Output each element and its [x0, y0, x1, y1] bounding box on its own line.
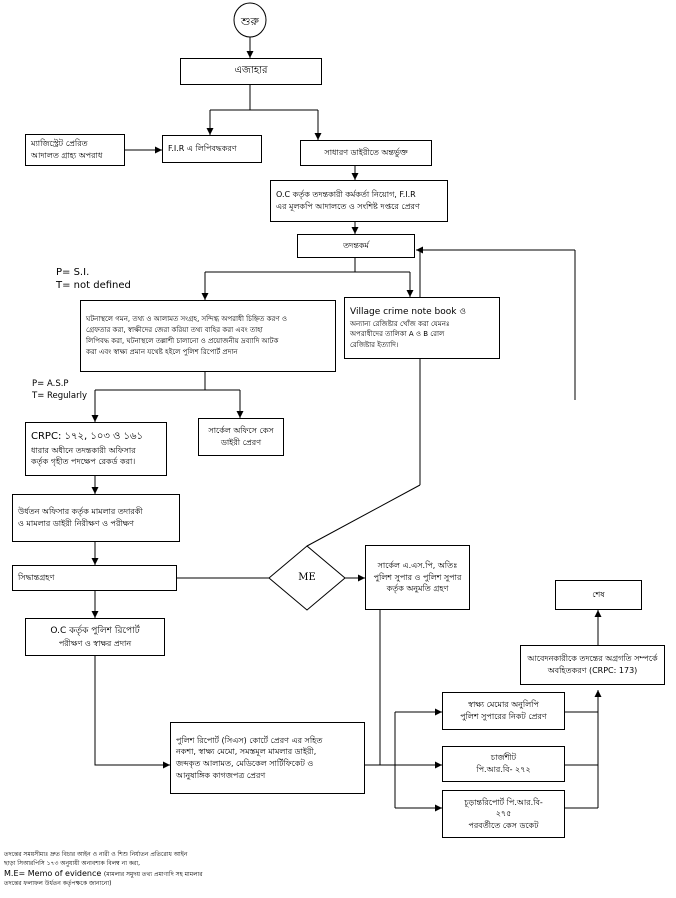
circle-office-box: সার্কেল অফিসে কেস ডাইরী প্রেরণ: [198, 418, 284, 456]
memo-copy-line-2: পুলিশ সুপারের নিকট প্রেরণ: [460, 712, 547, 721]
oc-assign-box: O.C কর্তৃক তদন্তকারী কর্মকর্তা নিয়োগ, F…: [270, 180, 448, 222]
chargesheet-line-1: চার্জশীট: [490, 753, 517, 763]
memo-copy-box: স্বাক্ষ্য মেমোর অনুলিপি পুলিশ সুপারের নি…: [442, 692, 565, 730]
note-si-line-2: T= not defined: [56, 280, 131, 291]
supervision-line-1: উর্ধতন অফিসার কর্তৃক মামলার তদারকী: [18, 507, 143, 517]
village-crime-line-4: রেজিষ্টার ইত্যাদি।: [350, 340, 399, 349]
ejahar-box: এজাহার: [180, 58, 322, 85]
fir-record-label: F.I.R এ লিপিবদ্ধকরণ: [168, 144, 237, 154]
supervision-line-2: ও মামলার ডাইরী নিরীক্ষণ ও পরীক্ষণ: [18, 519, 134, 528]
footnote-me-detail: (মামলার সমুদয় তথ্য প্রমাণাদি সহ মামলার: [103, 870, 203, 878]
chargesheet-box: চার্জশীট পি.আর.বি- ২৭২: [442, 746, 565, 782]
oc-assign-line-2: এর মূলকপি আদালতে ও সংশিষ্ট দপ্তরে প্রেরণ: [276, 202, 420, 211]
footnote-line-4: তদন্তের ফলাফল উর্ধতন কর্তৃপক্ষকে জানানো): [4, 880, 112, 888]
site-visit-box: ঘটনাস্থলে গমন, তথ্য ও আলামত সংগ্রহ, সন্দ…: [80, 300, 336, 372]
village-crime-line-2: অন্যান্য রেজিষ্টার খোঁজ করা যেমনঃ: [350, 320, 450, 329]
crpc-record-line-3: কর্তৃক গৃহীত পদক্ষেপ রেকর্ড করা।: [31, 457, 136, 467]
police-report-line-2: নকশা, স্বাক্ষ্য মেমো, সমস্তমূল মামলার ডা…: [176, 747, 317, 757]
village-crime-box: Village crime note book ও অন্যান্য রেজিষ…: [344, 297, 500, 359]
magistrate-line-2: আদালত গ্রাহ্য অপরাধ: [31, 151, 103, 160]
decision-label: সিদ্ধান্তগ্রহণ: [18, 573, 55, 583]
police-report-line-1: পুলিশ রিপোর্ট (সিএস) কোর্টে প্রেরণ এর সহ…: [176, 735, 323, 745]
magistrate-line-1: ম্যাজিস্ট্রেট প্রেরিত: [31, 139, 88, 149]
note-asp-line-2: T= Regularly: [32, 391, 88, 402]
final-report-line-2: ২৭৫: [495, 809, 512, 819]
crpc-record-line-1: CRPC: ১৭২, ১০৩ ও ১৬১: [31, 431, 144, 443]
footnote: তদন্তের সময়সীমাঃ দ্রুত বিচার আইন ও নারী…: [4, 850, 203, 889]
circle-office-line-2: ডাইরী প্রেরণ: [220, 438, 262, 447]
investigation-box: তদন্তকর্ম: [297, 234, 415, 258]
inform-box: আবেদনকারীকে তদন্তের অগ্রগতি সম্পর্কে অবহ…: [520, 645, 665, 685]
decision-box: সিদ্ধান্তগ্রহণ: [12, 565, 177, 591]
oc-sign-box: O.C কর্তৃক পুলিশ রিপোর্ট পরীক্ষণ ও স্বাক…: [25, 618, 165, 656]
start-label: শুরু: [241, 15, 259, 28]
footnote-line-2: ছাড়া সিআরপিসি ১৭৩ অনুযায়ী অনাবশ্যক বিল…: [4, 860, 140, 868]
police-report-line-3: জব্দকৃত আলামত, মেডিকেল সার্টিফিকেট ও: [176, 759, 314, 768]
me-diamond: [268, 545, 346, 611]
final-report-box: চূড়ান্তরিপোর্ট পি.আর.বি- ২৭৫ পরবর্তীতে …: [442, 790, 565, 838]
oc-sign-line-1: O.C কর্তৃক পুলিশ রিপোর্ট: [50, 625, 140, 636]
footnote-line-1: তদন্তের সময়সীমাঃ দ্রুত বিচার আইন ও নারী…: [4, 851, 188, 858]
circle-asp-box: সার্কেল এ.এস.পি, অতিঃ পুলিশ সুপার ও পুলি…: [365, 545, 470, 610]
memo-copy-line-1: স্বাক্ষ্য মেমোর অনুলিপি: [468, 700, 539, 710]
final-report-line-3: পরবর্তীতে কেস ডকেট: [468, 820, 539, 830]
fir-record-box: F.I.R এ লিপিবদ্ধকরণ: [162, 135, 262, 163]
site-visit-line-3: লিপিবদ্ধ করা, ঘটনাস্থলে তল্লাশী চালানো ও…: [86, 337, 279, 345]
general-diary-label: সাধারণ ডাইরীতে অন্তর্ভুক্ত: [324, 148, 408, 158]
site-visit-line-2: গ্রেফতার করা, স্বাক্ষীদের জেরা করিয়া তথ…: [86, 326, 263, 335]
crpc-record-line-2: ধারার অধীনে তদন্তকারী অফিসার: [31, 445, 136, 455]
end-box: শেষ: [555, 580, 642, 610]
ejahar-label: এজাহার: [234, 65, 268, 77]
arrow-me-to-investigation: [307, 250, 430, 546]
site-visit-line-1: ঘটনাস্থলে গমন, তথ্য ও আলামত সংগ্রহ, সন্দ…: [86, 315, 288, 324]
investigation-label: তদন্তকর্ম: [343, 241, 369, 251]
note-si-line-1: P= S.I.: [56, 267, 90, 278]
footnote-line-3: M.E= Memo of evidence (মামলার সমুদয় তথ্…: [4, 869, 203, 880]
supervision-box: উর্ধতন অফিসার কর্তৃক মামলার তদারকী ও মাম…: [12, 494, 180, 542]
village-crime-line-1: Village crime note book ও: [350, 307, 466, 318]
footnote-me-definition: M.E= Memo of evidence: [4, 868, 102, 878]
note-si: P= S.I. T= not defined: [56, 266, 131, 292]
site-visit-line-4: করা এবং স্বাক্ষ্য প্রমান যথেষ্ট হইলে পুল…: [86, 347, 238, 356]
oc-sign-line-2: পরীক্ষণ ও স্বাক্ষর প্রদান: [58, 638, 132, 648]
circle-asp-line-3: কর্তৃক অনুমতি গ্রহণ: [386, 584, 449, 594]
crpc-record-box: CRPC: ১৭২, ১০৩ ও ১৬১ ধারার অধীনে তদন্তকা…: [25, 422, 167, 476]
note-asp-line-1: P= A.S.P: [32, 379, 69, 389]
end-label: শেষ: [592, 590, 605, 600]
final-report-line-1: চূড়ান্তরিপোর্ট পি.আর.বি-: [464, 797, 543, 807]
police-report-line-4: আনুষাঙ্গিক কাগজপত্র প্রেরণ: [176, 770, 266, 780]
general-diary-box: সাধারণ ডাইরীতে অন্তর্ভুক্ত: [300, 140, 432, 166]
inform-line-1: আবেদনকারীকে তদন্তের অগ্রগতি সম্পর্কে: [527, 654, 658, 664]
magistrate-box: ম্যাজিস্ট্রেট প্রেরিত আদালত গ্রাহ্য অপরা…: [25, 134, 125, 166]
oc-assign-line-1: O.C কর্তৃক তদন্তকারী কর্মকর্তা নিয়োগ, F…: [276, 190, 416, 200]
me-label: ME: [298, 572, 316, 583]
arrow-oc-sign-to-police-report: [94, 656, 170, 769]
circle-asp-line-2: পুলিশ সুপার ও পুলিশ সুপার: [373, 572, 462, 582]
village-crime-line-3: অপরাধীদের তালিকা A ও B রোল: [350, 330, 445, 339]
inform-line-2: অবহিতকরণ (CRPC: 173): [547, 666, 638, 675]
note-asp: P= A.S.P T= Regularly: [32, 378, 87, 403]
circle-office-line-1: সার্কেল অফিসে কেস: [208, 426, 274, 436]
circle-asp-line-1: সার্কেল এ.এস.পি, অতিঃ: [377, 561, 458, 571]
police-report-box: পুলিশ রিপোর্ট (সিএস) কোর্টে প্রেরণ এর সহ…: [170, 722, 365, 794]
chargesheet-line-2: পি.আর.বি- ২৭২: [476, 765, 531, 774]
